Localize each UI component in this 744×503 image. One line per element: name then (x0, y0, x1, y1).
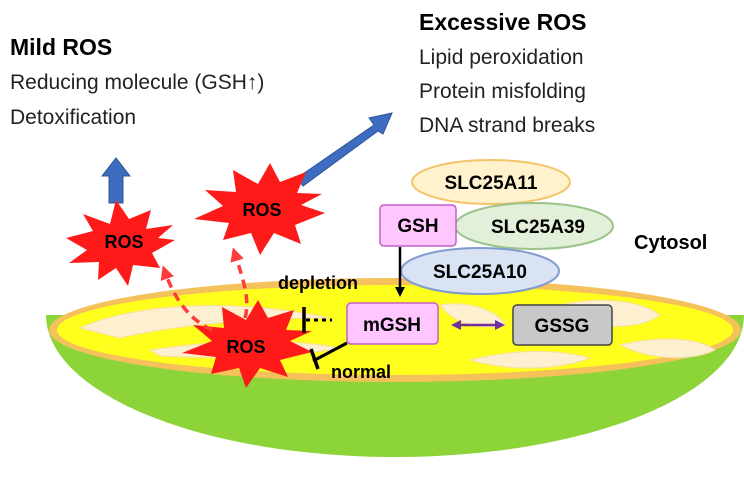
normal-inhibition: normal (309, 341, 391, 382)
mild-ros-title: Mild ROS (10, 34, 112, 60)
ros-burst-shape (66, 200, 175, 286)
blue-up-arrow (100, 157, 132, 204)
gsh-label: GSH (397, 216, 438, 237)
cytosol-label: Cytosol (634, 232, 707, 254)
ros-label: ROS (104, 232, 143, 252)
mito-cristae (78, 299, 716, 369)
slc25a11-ellipse (411, 159, 571, 205)
mild-ros-line-2: Detoxification (10, 106, 136, 129)
transporter-slc25a39: SLC25A39 (454, 202, 614, 250)
gssg-box: GSSG (512, 304, 613, 346)
ros-escape-arrow-left (160, 265, 213, 332)
mild-ros-panel: Mild ROS Reducing molecule (GSH↑) Detoxi… (10, 34, 264, 129)
excessive-ros-line-2: Protein misfolding (419, 80, 586, 103)
excessive-ros-title: Excessive ROS (419, 9, 587, 35)
ros-burst-top: ROS (194, 163, 325, 255)
gssg-label: GSSG (535, 316, 590, 337)
transporter-slc25a11: SLC25A11 (411, 159, 571, 205)
excessive-ros-line-3: DNA strand breaks (419, 114, 595, 137)
mgsh-box: mGSH (346, 302, 439, 345)
slc25a11-label: SLC25A11 (445, 173, 538, 194)
normal-inhibit-line (312, 341, 348, 363)
slc25a10-label: SLC25A10 (433, 262, 527, 283)
excessive-ros-panel: Excessive ROS Lipid peroxidation Protein… (419, 9, 595, 137)
ros-burst-shape (182, 300, 312, 388)
mgsh-label: mGSH (363, 315, 421, 336)
mgsh-box-shape (346, 302, 439, 345)
gssg-box-shape (512, 304, 613, 346)
gsh-box: GSH (379, 204, 457, 247)
normal-inhibit-bar (309, 348, 320, 370)
ros-escape-arrow-top (230, 247, 249, 319)
ros-burst-left: ROS (66, 200, 175, 286)
ros-label: ROS (242, 200, 281, 220)
gsh-box-shape (379, 204, 457, 247)
excessive-effect-arrow (296, 112, 393, 187)
excessive-ros-line-1: Lipid peroxidation (419, 46, 584, 69)
mild-ros-line-1: Reducing molecule (GSH↑) (10, 71, 264, 94)
depletion-inhibition: depletion (278, 273, 358, 333)
mild-effect-arrow (100, 157, 132, 204)
ros-label: ROS (226, 337, 265, 357)
ros-burst-bottom: ROS (182, 300, 312, 388)
normal-label: normal (331, 362, 391, 382)
blue-diagonal-arrow (296, 112, 393, 187)
ros-burst-shape (194, 163, 325, 255)
depletion-label: depletion (278, 273, 358, 293)
slc25a39-label: SLC25A39 (491, 217, 585, 238)
transporter-slc25a10: SLC25A10 (400, 247, 560, 295)
